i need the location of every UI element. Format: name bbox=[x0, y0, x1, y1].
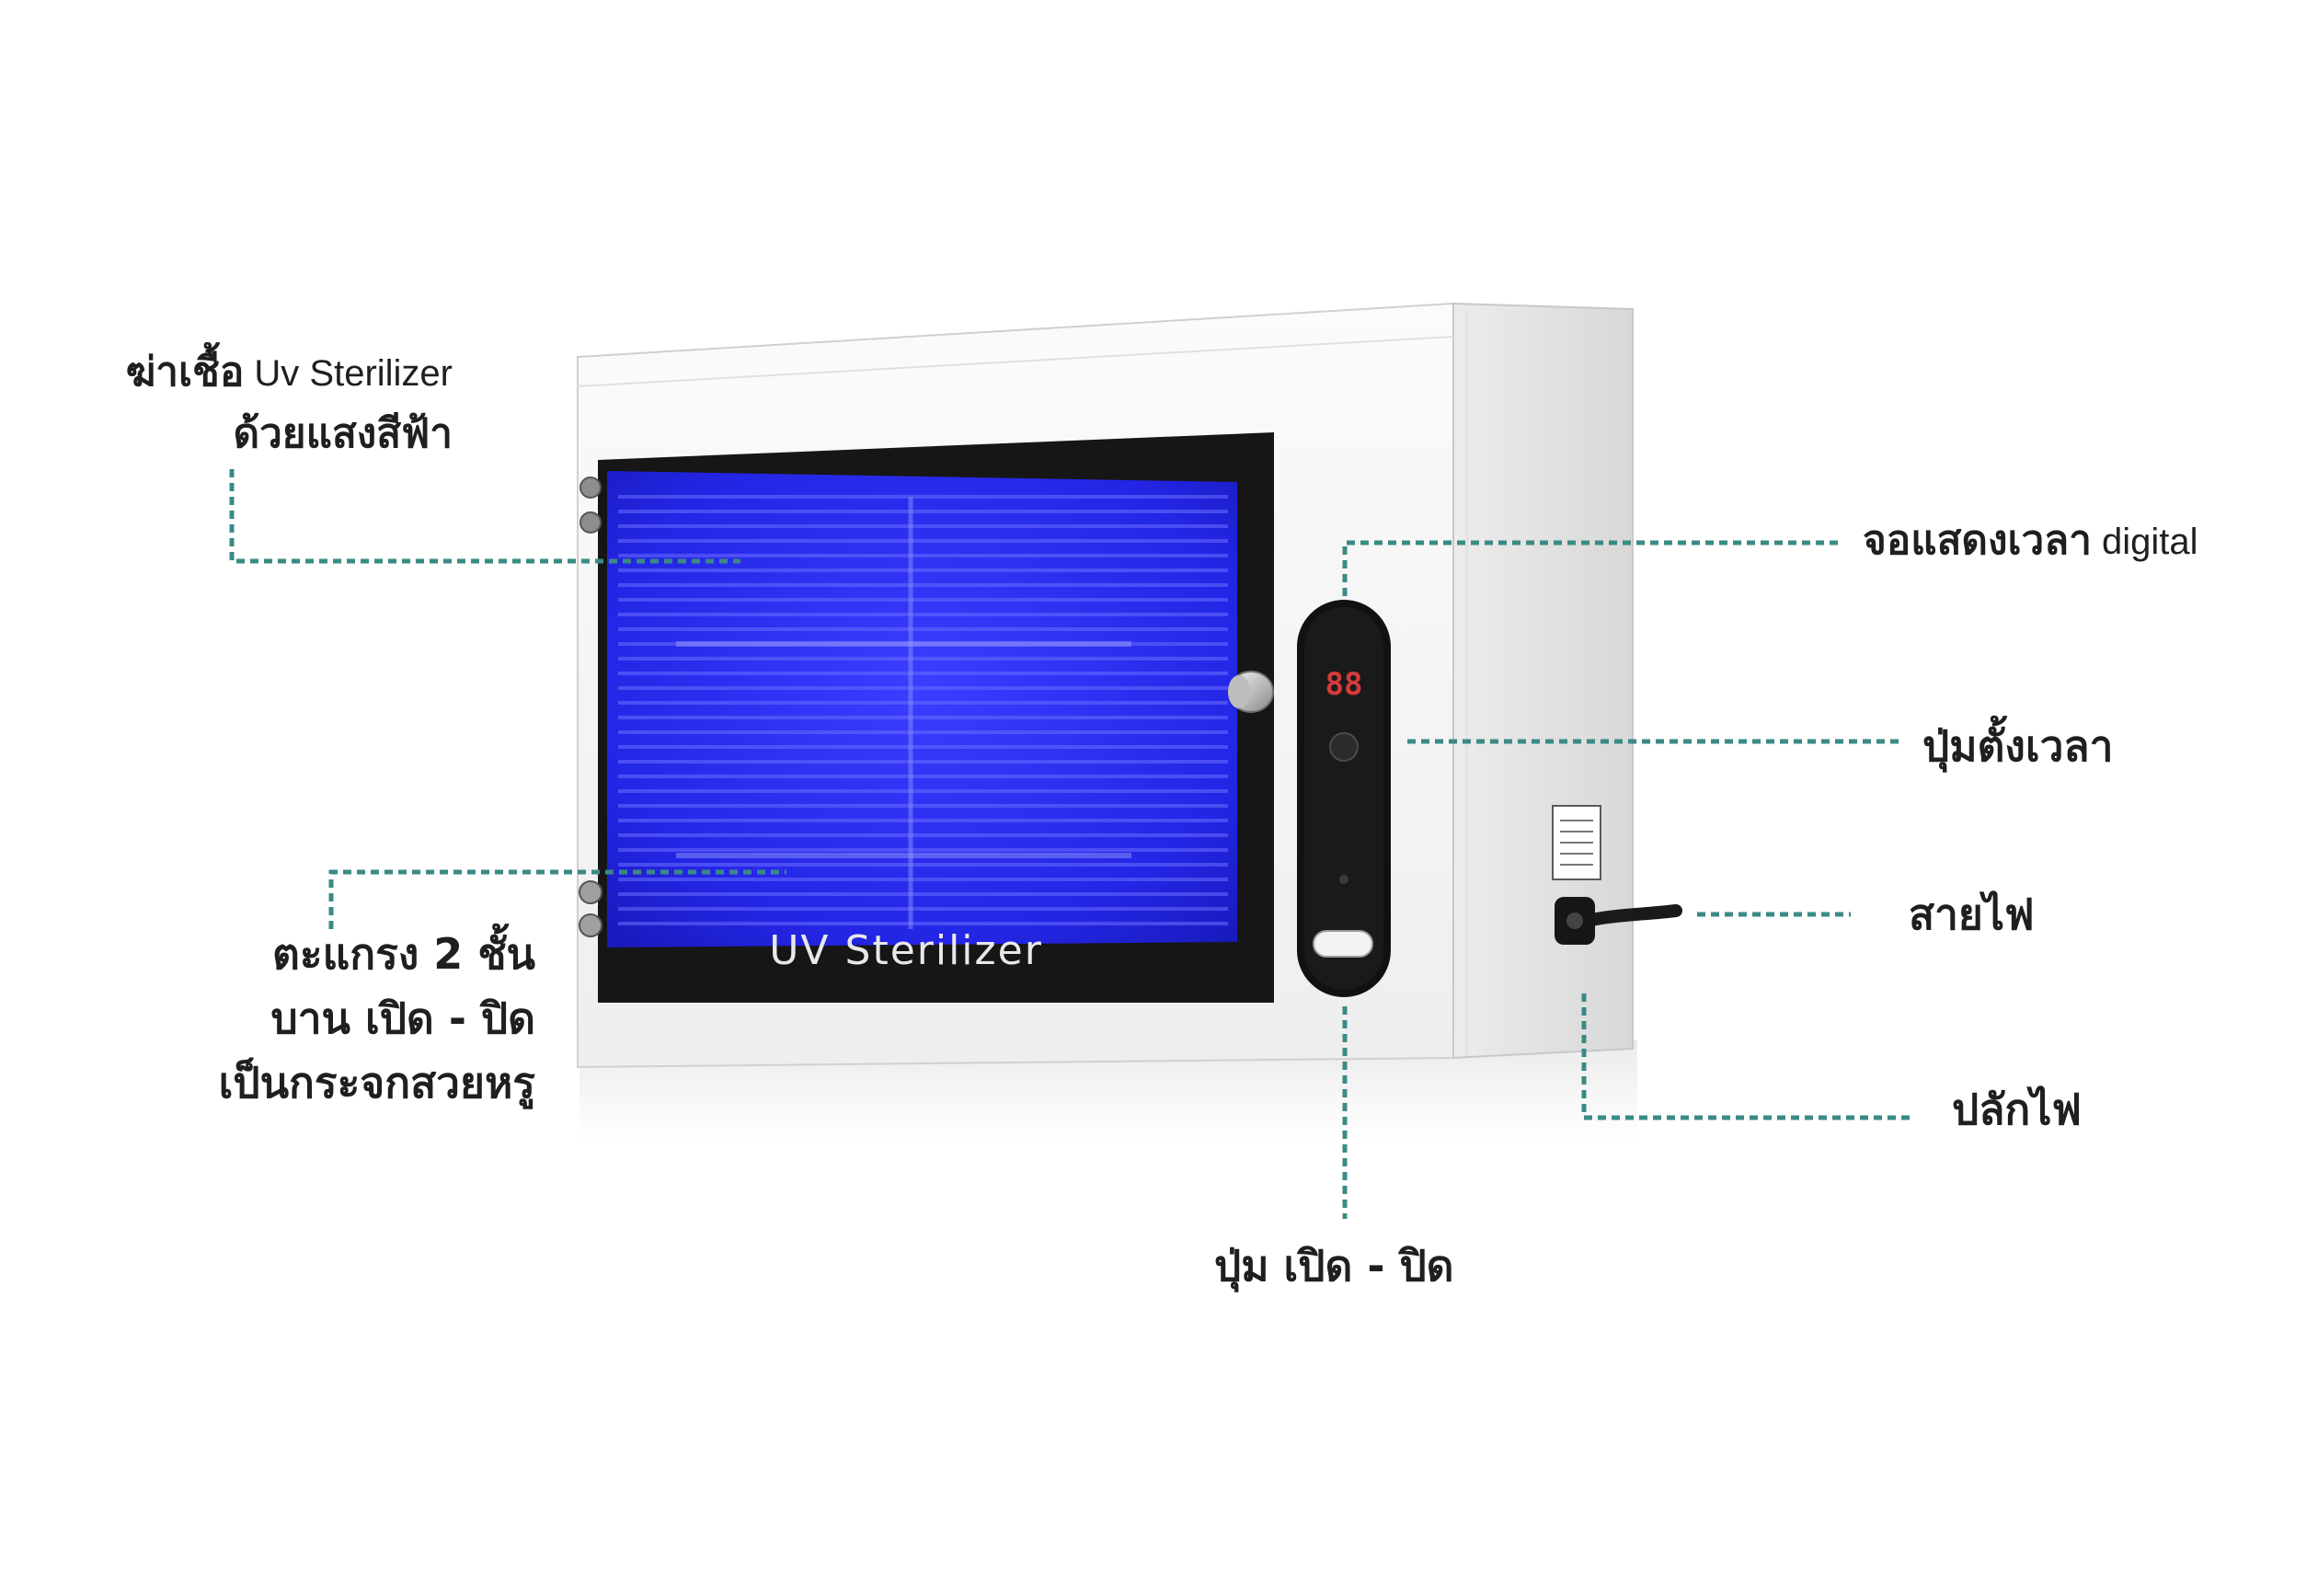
label-timer-button: ปุ่มตั้งเวลา bbox=[1922, 721, 2114, 771]
label-shelf-line1: ตะแกรง 2 ชั้น bbox=[272, 929, 535, 979]
label-uv-line1-th: ฆ่าเชื้อ bbox=[125, 349, 245, 396]
indicator-light bbox=[1339, 875, 1348, 884]
door-hinges bbox=[579, 477, 602, 937]
label-shelf-line3: เป็นกระจกสวยหรู bbox=[218, 1058, 535, 1108]
power-cord bbox=[1555, 897, 1682, 945]
control-panel: 88 bbox=[1297, 600, 1391, 997]
label-shelf-line2: บาน เปิด - ปิด bbox=[270, 993, 535, 1043]
label-uv-line2: ด้วยแสงสีฟ้า bbox=[233, 410, 453, 457]
digital-time-display: 88 bbox=[1325, 666, 1363, 703]
uv-sterilizer-cabinet: UV Sterilizer 88 bbox=[577, 302, 1682, 1069]
uv-glow-panel bbox=[607, 471, 1237, 947]
label-digital-display: จอแสดงเวลา digital bbox=[1863, 508, 2198, 572]
label-uv-line1-en: Uv Sterilizer bbox=[244, 353, 453, 394]
label-power-cord: สายไฟ bbox=[1909, 890, 2035, 939]
leader-display bbox=[1342, 540, 1840, 596]
label-power-button: ปุ่ม เปิด - ปิด bbox=[1214, 1241, 1454, 1291]
label-display-en: digital bbox=[2091, 522, 2198, 562]
label-display-th: จอแสดงเวลา bbox=[1863, 517, 2092, 564]
door-brand-label: UV Sterilizer bbox=[769, 927, 1043, 974]
leader-plug bbox=[1581, 993, 1911, 1120]
rating-plate bbox=[1552, 805, 1601, 880]
door-knob[interactable] bbox=[1228, 671, 1274, 713]
label-uv-sterilizer: ฆ่าเชื้อ Uv Sterilizer ด้วยแสงสีฟ้า bbox=[126, 342, 453, 465]
label-plug: ปลักไฟ bbox=[1952, 1085, 2082, 1134]
leader-lines bbox=[229, 469, 1911, 1219]
power-button[interactable] bbox=[1313, 930, 1373, 958]
cabinet-side-face bbox=[1452, 302, 1634, 1060]
leader-uv bbox=[229, 469, 740, 564]
uv-light-chamber bbox=[607, 471, 1237, 947]
label-shelf-door: ตะแกรง 2 ชั้น บาน เปิด - ปิด เป็นกระจกสว… bbox=[219, 922, 535, 1115]
uv-chamber-slats bbox=[618, 495, 1228, 925]
leader-shelf bbox=[328, 869, 786, 929]
timer-button[interactable] bbox=[1329, 732, 1359, 762]
